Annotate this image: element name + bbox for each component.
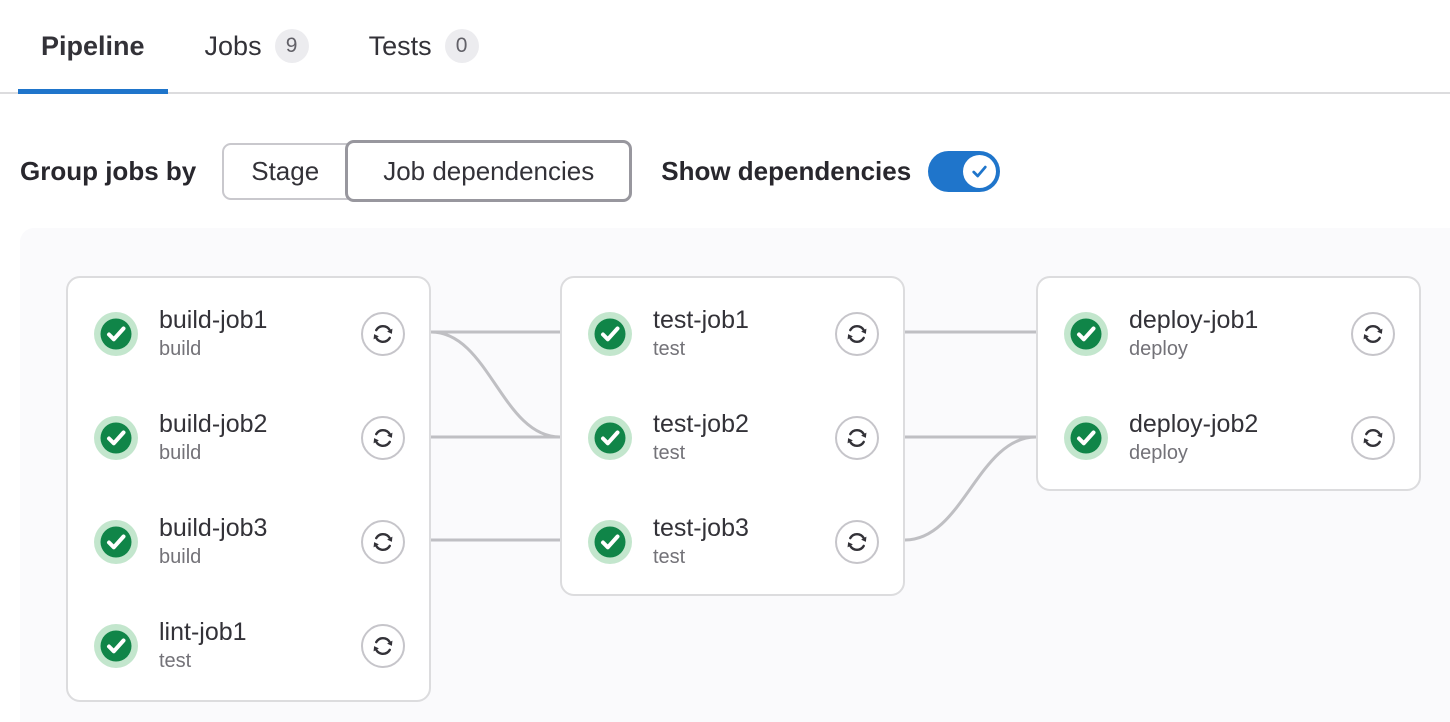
job-stage: deploy bbox=[1129, 337, 1188, 360]
retry-job-button[interactable] bbox=[835, 312, 879, 356]
retry-icon bbox=[847, 429, 867, 447]
job-item[interactable]: build-job1 build bbox=[68, 292, 429, 376]
status-success-icon bbox=[94, 520, 138, 564]
job-group-card-deploy: deploy-job1 deploy deploy-job2 bbox=[1036, 276, 1421, 491]
retry-icon bbox=[1363, 429, 1383, 447]
job-stage: test bbox=[653, 545, 686, 568]
job-name: deploy-job1 bbox=[1129, 306, 1259, 335]
group-by-job-dependencies-button[interactable]: Job dependencies bbox=[345, 140, 633, 202]
tab-jobs-label: Jobs bbox=[204, 30, 262, 61]
jobs-count-badge: 9 bbox=[274, 29, 309, 63]
job-stage: test bbox=[653, 337, 686, 360]
retry-icon bbox=[373, 533, 393, 551]
status-success-icon bbox=[588, 312, 632, 356]
job-item[interactable]: test-job2 test bbox=[562, 396, 903, 480]
check-icon bbox=[972, 165, 987, 177]
group-jobs-by-segmented-control: Stage Job dependencies bbox=[222, 140, 633, 202]
job-stage: build bbox=[159, 337, 202, 360]
status-success-icon bbox=[1064, 312, 1108, 356]
retry-job-button[interactable] bbox=[1351, 416, 1395, 460]
group-by-stage-button[interactable]: Stage bbox=[222, 142, 349, 200]
status-success-icon bbox=[588, 520, 632, 564]
group-jobs-by-label: Group jobs by bbox=[20, 155, 197, 186]
tab-pipeline[interactable]: Pipeline bbox=[18, 0, 168, 94]
job-name: test-job2 bbox=[653, 410, 749, 439]
job-name: build-job2 bbox=[159, 410, 268, 439]
retry-icon bbox=[1363, 325, 1383, 343]
retry-job-button[interactable] bbox=[1351, 312, 1395, 356]
status-success-icon bbox=[94, 312, 138, 356]
retry-icon bbox=[373, 429, 393, 447]
job-item[interactable]: build-job3 build bbox=[68, 500, 429, 584]
job-name: deploy-job2 bbox=[1129, 410, 1259, 439]
job-stage: build bbox=[159, 545, 202, 568]
tab-tests-label: Tests bbox=[368, 30, 432, 61]
retry-icon bbox=[373, 325, 393, 343]
status-success-icon bbox=[1064, 416, 1108, 460]
status-success-icon bbox=[588, 416, 632, 460]
retry-job-button[interactable] bbox=[835, 416, 879, 460]
graph-controls: Group jobs by Stage Job dependencies Sho… bbox=[20, 140, 1450, 202]
retry-job-button[interactable] bbox=[361, 312, 405, 356]
job-item[interactable]: build-job2 build bbox=[68, 396, 429, 480]
retry-icon bbox=[847, 325, 867, 343]
job-item[interactable]: deploy-job1 deploy bbox=[1038, 292, 1419, 376]
job-name: test-job1 bbox=[653, 306, 749, 335]
job-name: test-job3 bbox=[653, 514, 749, 543]
tab-jobs[interactable]: Jobs 9 bbox=[182, 0, 332, 92]
job-stage: test bbox=[653, 441, 686, 464]
job-group-card-test: test-job1 test test-job2 test bbox=[560, 276, 905, 596]
retry-icon bbox=[847, 533, 867, 551]
job-item[interactable]: lint-job1 test bbox=[68, 604, 429, 688]
tests-count-badge: 0 bbox=[444, 29, 479, 63]
tab-pipeline-label: Pipeline bbox=[41, 30, 145, 61]
retry-job-button[interactable] bbox=[361, 520, 405, 564]
retry-job-button[interactable] bbox=[361, 416, 405, 460]
job-stage: build bbox=[159, 441, 202, 464]
job-name: build-job1 bbox=[159, 306, 268, 335]
job-stage: test bbox=[159, 649, 192, 672]
job-group-card-build: build-job1 build build-job2 bui bbox=[66, 276, 431, 702]
status-success-icon bbox=[94, 624, 138, 668]
job-item[interactable]: test-job3 test bbox=[562, 500, 903, 584]
retry-icon bbox=[373, 637, 393, 655]
retry-job-button[interactable] bbox=[835, 520, 879, 564]
pipeline-tab-bar: Pipeline Jobs 9 Tests 0 bbox=[0, 0, 1450, 94]
tab-tests[interactable]: Tests 0 bbox=[346, 0, 502, 92]
job-name: build-job3 bbox=[159, 514, 268, 543]
job-item[interactable]: deploy-job2 deploy bbox=[1038, 396, 1419, 480]
show-dependencies-label: Show dependencies bbox=[661, 155, 912, 186]
show-dependencies-toggle[interactable] bbox=[928, 150, 1001, 192]
job-stage: deploy bbox=[1129, 441, 1188, 464]
status-success-icon bbox=[94, 416, 138, 460]
retry-job-button[interactable] bbox=[361, 624, 405, 668]
job-name: lint-job1 bbox=[159, 618, 247, 647]
toggle-knob bbox=[963, 154, 997, 188]
job-item[interactable]: test-job1 test bbox=[562, 292, 903, 376]
